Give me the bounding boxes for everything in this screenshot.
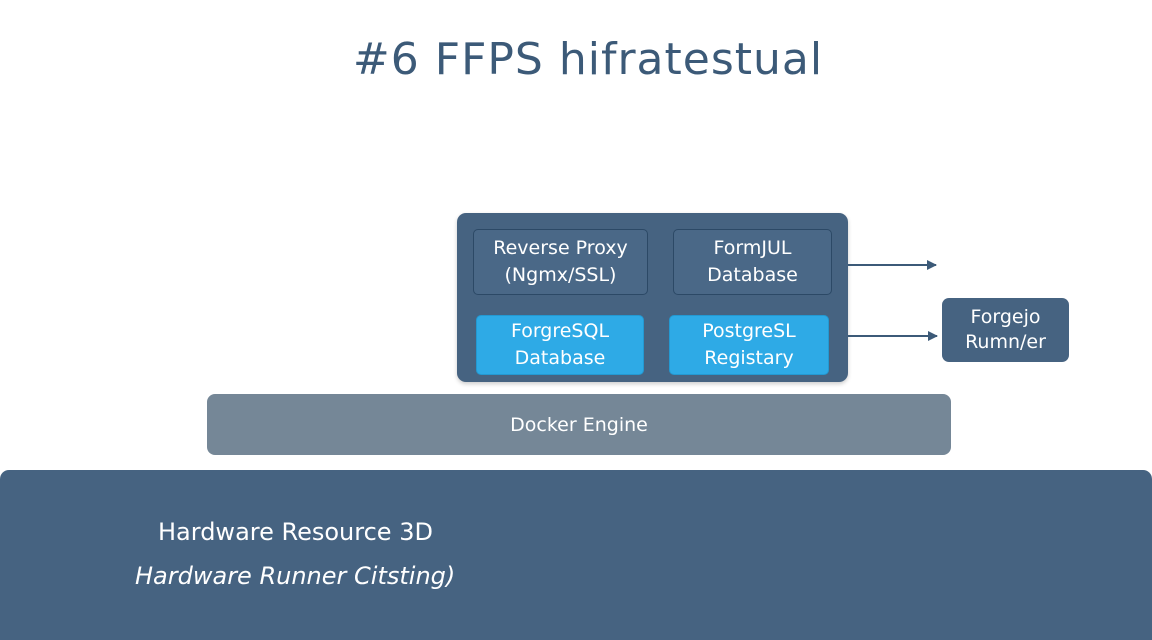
postgresl-registry-node: PostgreSL Registary: [669, 315, 829, 375]
formjul-database-sublabel: Database: [707, 264, 798, 286]
postgresl-registry-label: PostgreSL: [702, 320, 796, 342]
formjul-database-label: FormJUL: [713, 237, 792, 259]
forgresql-database-node: ForgreSQL Database: [476, 315, 644, 375]
forgejo-runner-label: Forgejo: [970, 306, 1041, 328]
forgejo-runner-sublabel: Rumn/er: [965, 331, 1046, 353]
diagram-title: #6 FFPS hifratestual: [352, 34, 824, 85]
hardware-resource-label: Hardware Resource 3D: [158, 518, 433, 546]
docker-engine-label: Docker Engine: [510, 413, 648, 436]
docker-engine-layer: Docker Engine: [207, 394, 951, 455]
postgresl-registry-sublabel: Registary: [704, 347, 794, 369]
forgejo-runner-node: Forgejo Rumn/er: [942, 298, 1069, 362]
reverse-proxy-sublabel: (Ngmx/SSL): [504, 264, 617, 286]
forgresql-database-label: ForgreSQL: [510, 320, 610, 342]
services-container: Reverse Proxy (Ngmx/SSL) FormJUL Databas…: [457, 213, 848, 382]
formjul-database-node: FormJUL Database: [673, 229, 832, 295]
reverse-proxy-node: Reverse Proxy (Ngmx/SSL): [473, 229, 648, 295]
hardware-runner-label: Hardware Runner Citsting): [135, 562, 456, 590]
reverse-proxy-label: Reverse Proxy: [493, 237, 628, 259]
forgresql-database-sublabel: Database: [514, 347, 606, 369]
hardware-layer: Hardware Resource 3D Hardware Runner Cit…: [0, 470, 1152, 640]
